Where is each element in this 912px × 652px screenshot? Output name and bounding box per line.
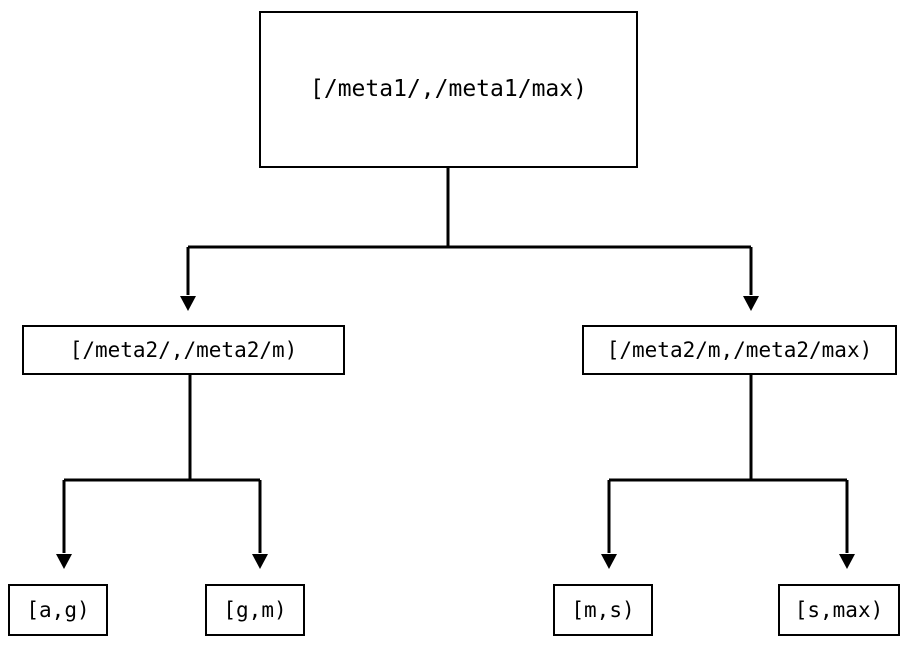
tree-node-meta2-low[interactable]: [/meta2/,/meta2/m) [22,325,345,375]
tree-node-meta2-low-label: [/meta2/,/meta2/m) [69,337,298,362]
tree-node-leaf-smax-label: [s,max) [794,597,884,622]
tree-node-leaf-gm-label: [g,m) [223,597,287,622]
arrowhead-to-leaf-ag [56,554,72,569]
tree-node-root[interactable]: [/meta1/,/meta1/max) [259,11,638,168]
tree-node-leaf-ms-label: [m,s) [571,597,635,622]
tree-node-meta2-high-label: [/meta2/m,/meta2/max) [606,337,873,362]
arrowhead-to-leaf-gm [252,554,268,569]
tree-node-leaf-smax[interactable]: [s,max) [778,584,900,636]
arrowhead-to-leaf-ms [601,554,617,569]
tree-node-meta2-high[interactable]: [/meta2/m,/meta2/max) [582,325,897,375]
tree-node-leaf-ms[interactable]: [m,s) [553,584,653,636]
tree-node-leaf-gm[interactable]: [g,m) [205,584,305,636]
arrowhead-to-meta2-low [180,296,196,311]
tree-node-root-label: [/meta1/,/meta1/max) [310,76,587,102]
tree-node-leaf-ag-label: [a,g) [26,597,90,622]
tree-node-leaf-ag[interactable]: [a,g) [8,584,108,636]
arrowhead-to-meta2-high [743,296,759,311]
arrowhead-to-leaf-smax [839,554,855,569]
